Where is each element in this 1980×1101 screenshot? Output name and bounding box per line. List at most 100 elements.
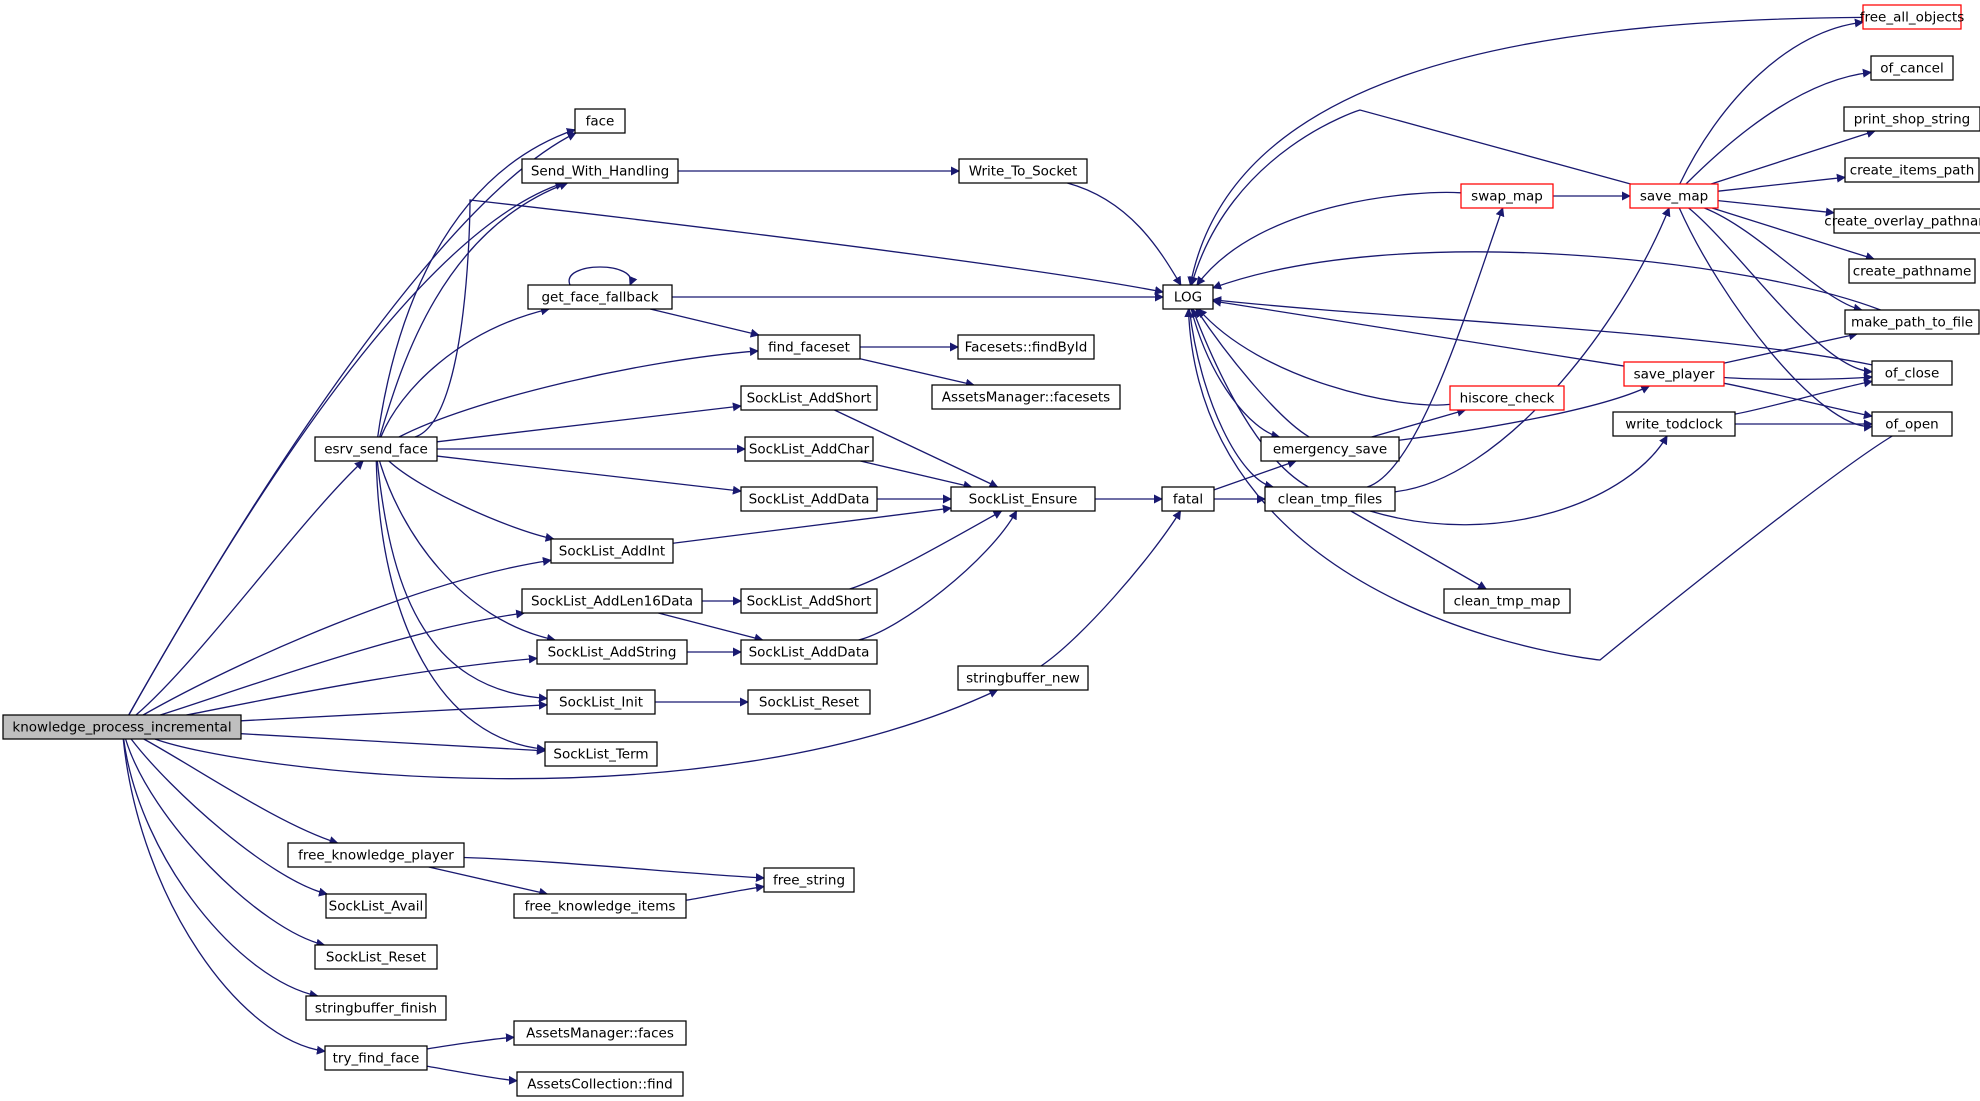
node-box[interactable] [1260, 436, 1400, 462]
node-savail[interactable]: SockList_Avail [325, 893, 427, 919]
node-fao[interactable]: free_all_objects [1860, 4, 1965, 30]
node-box[interactable] [1264, 486, 1396, 512]
node-box[interactable] [324, 1045, 428, 1071]
node-fkp[interactable]: free_knowledge_player [287, 842, 465, 868]
node-box[interactable] [1871, 360, 1953, 386]
node-box[interactable] [574, 108, 626, 134]
node-ctf[interactable]: clean_tmp_files [1264, 486, 1396, 512]
node-acf[interactable]: AssetsCollection::find [516, 1071, 684, 1097]
node-sad1[interactable]: SockList_AddData [740, 486, 878, 512]
node-box[interactable] [516, 1071, 684, 1097]
node-box[interactable] [513, 893, 687, 919]
node-amfs[interactable]: AssetsManager::facesets [931, 384, 1121, 410]
node-box[interactable] [1871, 411, 1953, 437]
node-pss[interactable]: print_shop_string [1843, 106, 1980, 132]
node-box[interactable] [1844, 157, 1980, 183]
node-box[interactable] [1612, 411, 1736, 437]
node-sreset2[interactable]: SockList_Reset [314, 944, 438, 970]
node-sai[interactable]: SockList_AddInt [550, 538, 674, 564]
node-box[interactable] [757, 334, 861, 360]
node-sbn[interactable]: stringbuffer_new [957, 665, 1089, 691]
node-box[interactable] [950, 486, 1096, 512]
node-sash2[interactable]: SockList_AddShort [740, 588, 878, 614]
node-box[interactable] [314, 944, 438, 970]
node-box[interactable] [305, 995, 447, 1021]
node-box[interactable] [744, 436, 874, 462]
node-sad2[interactable]: SockList_AddData [740, 639, 878, 665]
node-box[interactable] [314, 436, 438, 462]
node-box[interactable] [1623, 361, 1725, 387]
node-esave[interactable]: emergency_save [1260, 436, 1400, 462]
node-swh[interactable]: Send_With_Handling [521, 158, 679, 184]
node-sterm[interactable]: SockList_Term [544, 741, 658, 767]
node-box[interactable] [740, 639, 878, 665]
node-fstr[interactable]: free_string [763, 867, 855, 893]
node-tff[interactable]: try_find_face [324, 1045, 428, 1071]
node-esf[interactable]: esrv_send_face [314, 436, 438, 462]
node-fatal[interactable]: fatal [1161, 486, 1215, 512]
node-amf[interactable]: AssetsManager::faces [513, 1020, 687, 1046]
node-sal16[interactable]: SockList_AddLen16Data [521, 588, 703, 614]
node-saveplayer[interactable]: save_player [1623, 361, 1725, 387]
node-box[interactable] [740, 588, 878, 614]
node-box[interactable] [1449, 385, 1565, 411]
node-sash1[interactable]: SockList_AddShort [740, 385, 878, 411]
node-box[interactable] [957, 665, 1089, 691]
node-ofopen[interactable]: of_open [1871, 411, 1953, 437]
node-cpn[interactable]: create_pathname [1848, 258, 1976, 284]
node-sensure[interactable]: SockList_Ensure [950, 486, 1096, 512]
node-box[interactable] [747, 689, 871, 715]
node-box[interactable] [763, 867, 855, 893]
node-box[interactable] [1161, 486, 1215, 512]
node-box[interactable] [521, 158, 679, 184]
node-box[interactable] [740, 385, 878, 411]
node-cip[interactable]: create_items_path [1844, 157, 1980, 183]
node-box[interactable] [1162, 284, 1214, 310]
node-ofclose[interactable]: of_close [1871, 360, 1953, 386]
node-log[interactable]: LOG [1162, 284, 1214, 310]
node-savemap[interactable]: save_map [1629, 183, 1719, 209]
node-face[interactable]: face [574, 108, 626, 134]
node-box[interactable] [325, 893, 427, 919]
node-sac[interactable]: SockList_AddChar [744, 436, 874, 462]
node-box[interactable] [1460, 183, 1554, 209]
node-box[interactable] [1848, 258, 1976, 284]
node-sreset1[interactable]: SockList_Reset [747, 689, 871, 715]
node-box[interactable] [544, 741, 658, 767]
node-box[interactable] [1870, 55, 1954, 81]
node-box[interactable] [740, 486, 878, 512]
node-box[interactable] [1443, 588, 1571, 614]
node-box[interactable] [1844, 309, 1980, 335]
node-sbf[interactable]: stringbuffer_finish [305, 995, 447, 1021]
node-box[interactable] [1862, 4, 1962, 30]
node-gff[interactable]: get_face_fallback [527, 284, 673, 310]
node-box[interactable] [1833, 208, 1980, 234]
node-hsc[interactable]: hiscore_check [1449, 385, 1565, 411]
node-box[interactable] [958, 158, 1088, 184]
node-sas[interactable]: SockList_AddString [536, 639, 688, 665]
node-fki[interactable]: free_knowledge_items [513, 893, 687, 919]
node-box[interactable] [1843, 106, 1980, 132]
node-sinit[interactable]: SockList_Init [546, 689, 656, 715]
node-ofcancel[interactable]: of_cancel [1870, 55, 1954, 81]
node-box[interactable] [513, 1020, 687, 1046]
node-fsid[interactable]: Facesets::findById [957, 334, 1095, 360]
node-kpi[interactable]: knowledge_process_incremental [2, 714, 242, 740]
node-cop[interactable]: create_overlay_pathname [1824, 208, 1980, 234]
node-box[interactable] [957, 334, 1095, 360]
node-mptf[interactable]: make_path_to_file [1844, 309, 1980, 335]
node-box[interactable] [527, 284, 673, 310]
node-swap[interactable]: swap_map [1460, 183, 1554, 209]
node-box[interactable] [521, 588, 703, 614]
node-ctm[interactable]: clean_tmp_map [1443, 588, 1571, 614]
node-wts[interactable]: Write_To_Socket [958, 158, 1088, 184]
node-box[interactable] [1629, 183, 1719, 209]
node-box[interactable] [931, 384, 1121, 410]
node-box[interactable] [546, 689, 656, 715]
node-ffs[interactable]: find_faceset [757, 334, 861, 360]
node-box[interactable] [2, 714, 242, 740]
node-box[interactable] [550, 538, 674, 564]
node-box[interactable] [287, 842, 465, 868]
node-box[interactable] [536, 639, 688, 665]
node-wtc[interactable]: write_todclock [1612, 411, 1736, 437]
